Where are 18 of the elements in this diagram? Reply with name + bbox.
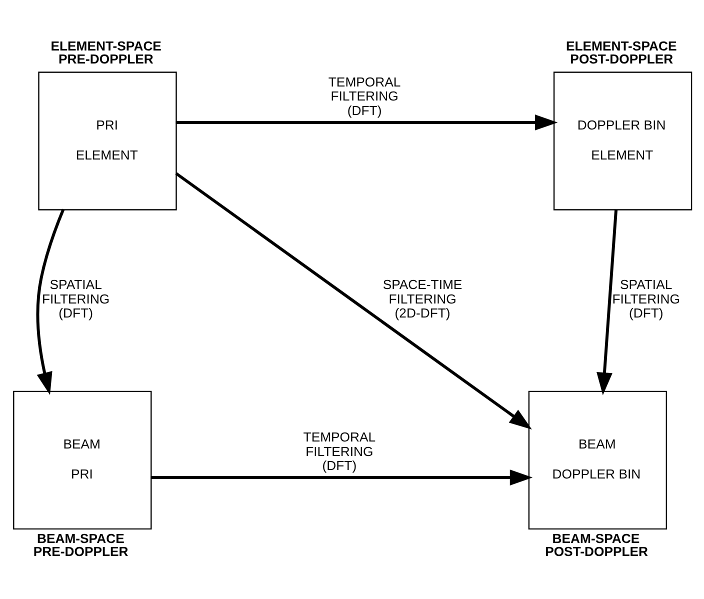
node-label: BEAM-SPACE POST-DOPPLER — [545, 530, 648, 559]
edge-label: SPACE-TIME FILTERING (2D-DFT) — [382, 276, 462, 320]
arrow — [175, 172, 532, 429]
node-box: BEAM PRI — [13, 390, 152, 530]
node-label: ELEMENT-SPACE POST-DOPPLER — [566, 38, 677, 66]
node-box: DOPPLER BIN ELEMENT — [553, 71, 692, 210]
edge-label: SPATIAL FILTERING (DFT) — [612, 276, 680, 320]
node-label: BEAM-SPACE PRE-DOPPLER — [33, 530, 128, 559]
edge-label: TEMPORAL FILTERING (DFT) — [303, 428, 376, 473]
node-box: BEAM DOPPLER BIN — [528, 390, 668, 530]
arrow — [36, 208, 65, 395]
edge-label: SPATIAL FILTERING (DFT) — [42, 276, 110, 320]
arrow — [596, 208, 618, 395]
arrow — [176, 114, 558, 130]
edge-label: TEMPORAL FILTERING (DFT) — [328, 74, 401, 118]
node-label: ELEMENT-SPACE PRE-DOPPLER — [50, 38, 162, 66]
node-box: PRI ELEMENT — [38, 71, 177, 210]
arrow — [150, 469, 533, 485]
